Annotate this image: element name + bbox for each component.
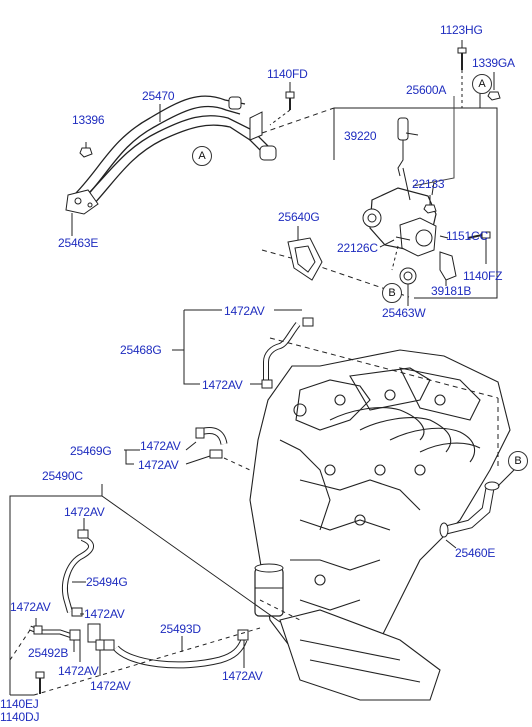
hose-25469g	[124, 427, 251, 471]
water-pipe-25470	[65, 95, 277, 236]
label-39220: 39220	[344, 129, 377, 143]
ref-circle-b-right: B	[508, 451, 528, 471]
ref-circle-b-mid: B	[382, 283, 402, 303]
label-25494g: 25494G	[86, 575, 128, 589]
ref-circle-a-left: A	[192, 146, 212, 166]
label-1472av-i: 1472AV	[222, 669, 263, 683]
oil-filter	[254, 563, 284, 617]
dashed-connectors	[9, 599, 301, 696]
label-1472av-e: 1472AV	[64, 505, 105, 519]
bolt-1140ej	[35, 671, 45, 694]
label-1339ga: 1339GA	[472, 56, 515, 70]
label-39181b: 39181B	[431, 284, 472, 298]
hose-25468g	[172, 309, 314, 389]
hose-25494g	[62, 518, 94, 617]
label-25640g: 25640G	[278, 210, 320, 224]
hose-25493d	[103, 629, 249, 669]
hose-25492b	[29, 618, 105, 676]
label-22133: 22133	[412, 177, 445, 191]
label-1472av-h: 1472AV	[58, 664, 99, 678]
engine-block	[249, 349, 511, 701]
bolt-1123hg	[457, 40, 467, 108]
leader-lines-top	[379, 96, 481, 248]
label-1472av-a: 1472AV	[224, 304, 265, 318]
label-1140fz: 1140FZ	[463, 269, 503, 283]
gasket-25640g	[287, 226, 323, 281]
label-25468g: 25468G	[120, 343, 162, 357]
label-25492b: 25492B	[28, 646, 69, 660]
label-22126c: 22126C	[337, 241, 378, 255]
label-1123hg: 1123HG	[440, 23, 483, 37]
label-1151cc: 1151CC	[446, 229, 488, 243]
label-25470: 25470	[142, 89, 175, 103]
label-1140ej: 1140EJ	[0, 697, 39, 711]
label-1472av-g: 1472AV	[84, 607, 125, 621]
label-25493d: 25493D	[160, 622, 201, 636]
group-frame-25490c	[9, 484, 281, 696]
label-13396: 13396	[72, 113, 105, 127]
label-25460e: 25460E	[455, 546, 496, 560]
engine-frame	[269, 337, 499, 470]
label-1140dj: 1140DJ	[0, 710, 40, 724]
label-1472av-b: 1472AV	[202, 378, 243, 392]
label-1472av-f: 1472AV	[10, 600, 51, 614]
water-pipe-25460e	[439, 467, 517, 549]
label-25463e: 25463E	[58, 236, 99, 250]
label-25463w: 25463W	[382, 306, 426, 320]
label-25490c: 25490C	[42, 469, 83, 483]
label-1140fd: 1140FD	[267, 67, 308, 81]
label-1472av-j: 1472AV	[90, 679, 131, 693]
bolt-1140fd	[269, 82, 295, 126]
label-1472av-c: 1472AV	[140, 439, 181, 453]
thermostat-housing-25600a	[362, 117, 491, 306]
label-25469g: 25469G	[70, 444, 112, 458]
label-25600a: 25600A	[406, 83, 447, 97]
ref-circle-a-top: A	[472, 74, 492, 94]
label-1472av-d: 1472AV	[138, 458, 179, 472]
